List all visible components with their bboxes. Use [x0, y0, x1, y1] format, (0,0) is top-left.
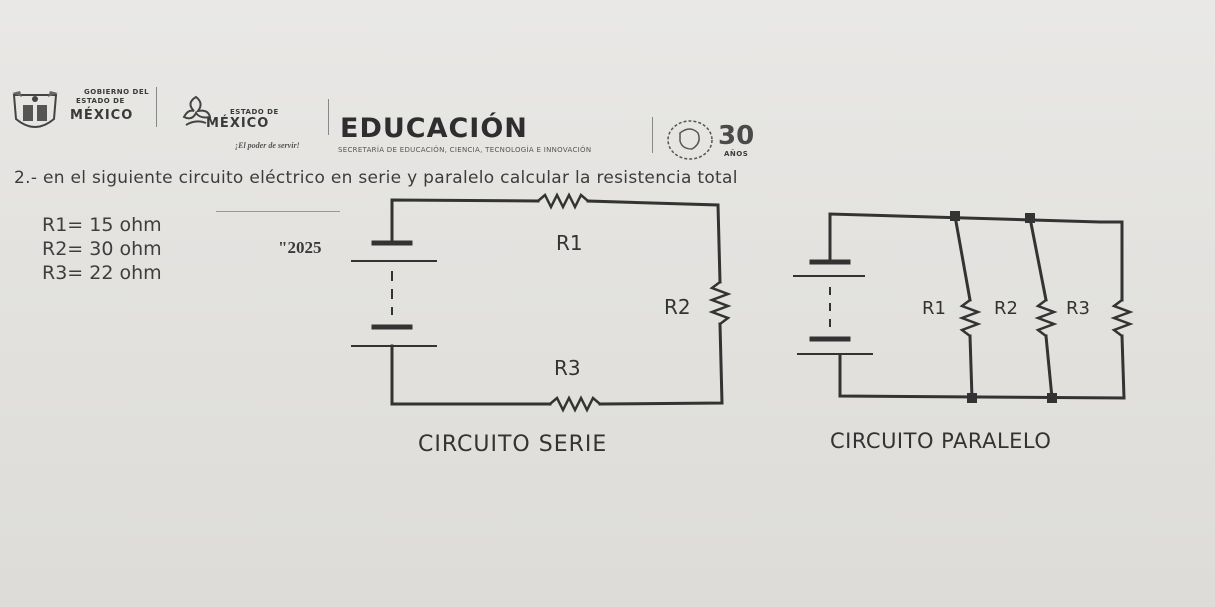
header-divider-3 [652, 117, 653, 153]
parallel-nodes [950, 211, 1057, 403]
parallel-circuit [793, 212, 1134, 400]
parallel-battery [793, 259, 873, 355]
edomex-tagline: ¡El poder de servir! [235, 141, 300, 150]
series-r1-label: R1 [556, 231, 583, 255]
given-r2: R2= 30 ohm [42, 238, 162, 260]
parallel-r2-label: R2 [994, 298, 1018, 319]
header-divider [156, 87, 157, 127]
given-values: R1= 15 ohm R2= 30 ohm R3= 22 ohm [42, 214, 162, 286]
underline-stroke [216, 211, 340, 212]
series-battery [351, 240, 437, 347]
education-subtitle: SECRETARÍA DE EDUCACIÓN, CIENCIA, TECNOL… [338, 146, 592, 154]
question-text: en el siguiente circuito eléctrico en se… [42, 168, 738, 188]
parallel-r1-label: R1 [922, 298, 946, 319]
gov-line3: MÉXICO [70, 108, 134, 123]
series-caption: CIRCUITO SERIE [418, 432, 607, 457]
question-number: 2.- [14, 168, 38, 188]
parallel-r3-label: R3 [1066, 298, 1090, 319]
handwritten-note: "2025 [278, 238, 322, 257]
edomex-line2: MÉXICO [206, 116, 270, 131]
series-circuit [351, 192, 732, 413]
given-r1: R1= 15 ohm [42, 214, 162, 236]
gov-line2: ESTADO DE [76, 97, 125, 105]
header-logos: GOBIERNO DEL ESTADO DE MÉXICO ESTADO DE … [0, 85, 780, 165]
edomex-line1: ESTADO DE [230, 108, 279, 116]
education-title: EDUCACIÓN [340, 113, 528, 144]
gov-line1: GOBIERNO DEL [84, 88, 150, 96]
given-r3: R3= 22 ohm [42, 262, 162, 284]
coat-of-arms-icon [12, 91, 58, 128]
header-divider-2 [328, 99, 329, 135]
series-r3-label: R3 [554, 356, 581, 380]
series-r2-label: R2 [664, 295, 691, 319]
parallel-caption: CIRCUITO PARALELO [830, 429, 1051, 453]
anniversary-seal-icon [667, 120, 713, 160]
question: 2.- en el siguiente circuito eléctrico e… [14, 168, 738, 188]
anniversary-label: AÑOS [724, 150, 749, 158]
flower-logo-icon [182, 95, 212, 126]
anniversary-number: 30 [718, 121, 755, 151]
